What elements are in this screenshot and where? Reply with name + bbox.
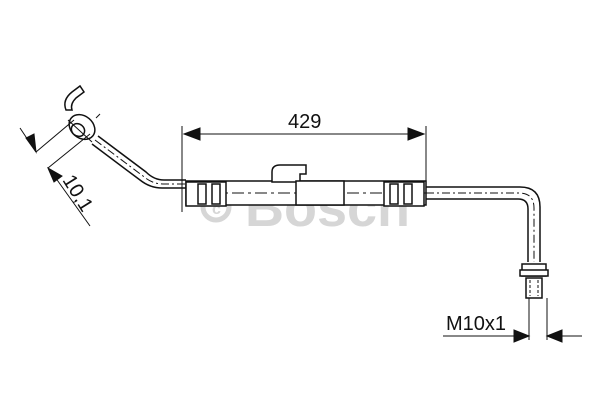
svg-text:c: c xyxy=(212,201,221,218)
hose xyxy=(185,164,427,207)
thread-dimension xyxy=(443,329,582,343)
length-label: 429 xyxy=(288,111,321,133)
left-fitting xyxy=(64,84,101,143)
right-pipe xyxy=(426,186,541,262)
right-fitting xyxy=(519,263,549,340)
fitting-size-label: 10,1 xyxy=(58,171,97,216)
length-dimension xyxy=(181,126,427,212)
thread-label: M10x1 xyxy=(446,313,506,335)
fitting-size-dimension xyxy=(19,119,91,227)
left-pipe xyxy=(91,135,186,189)
